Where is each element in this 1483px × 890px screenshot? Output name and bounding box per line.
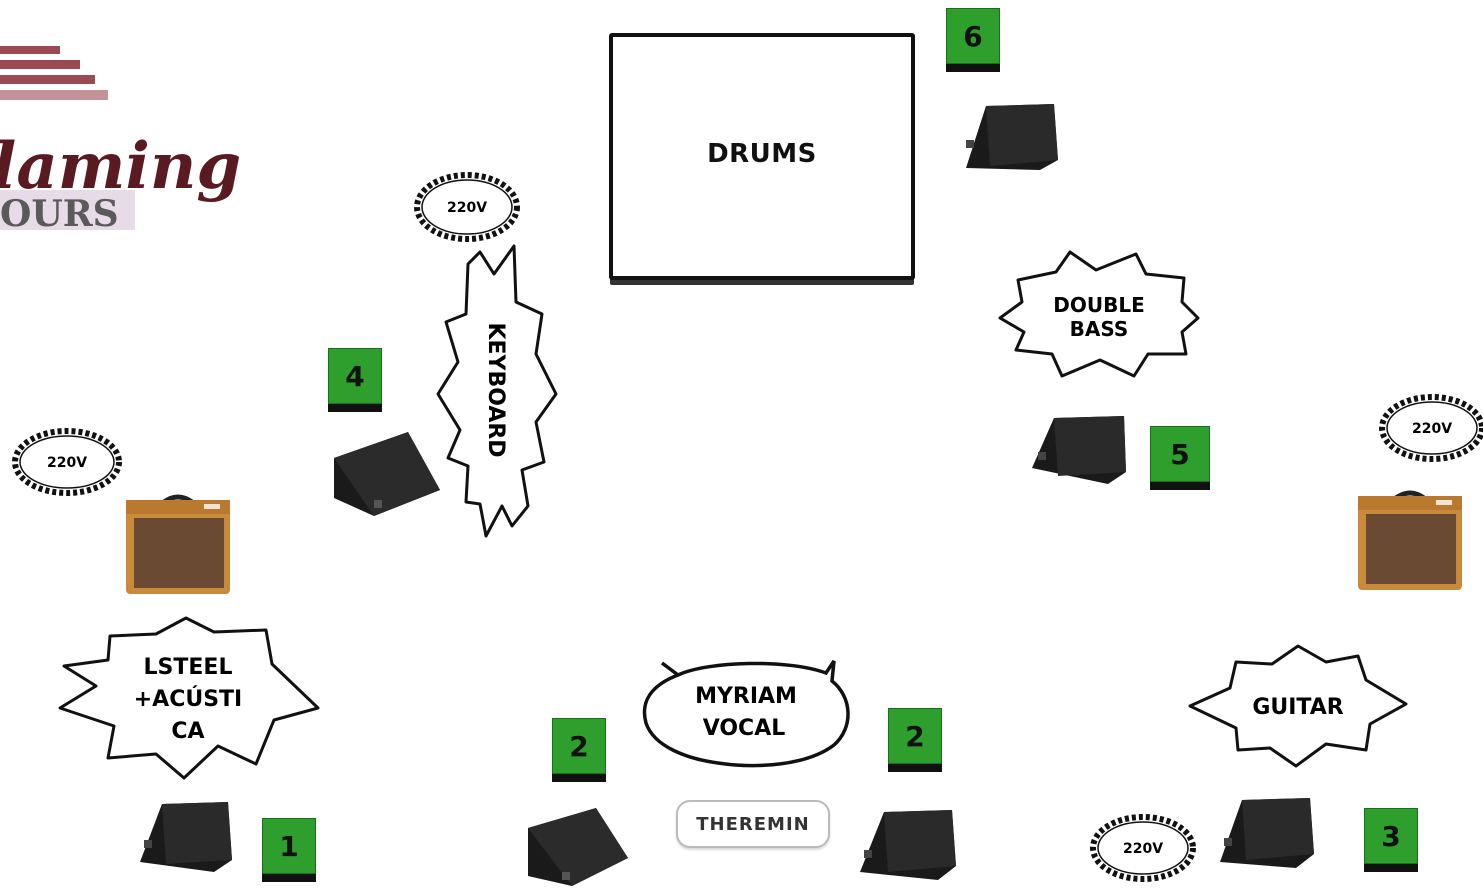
- badge-4: 4: [328, 348, 382, 412]
- keyboard-bubble: KEYBOARD: [436, 244, 558, 538]
- lsteel-bubble: LSTEEL +ACÚSTI CA: [58, 616, 320, 780]
- power-220v-keyboard: 220V: [414, 172, 520, 242]
- lsteel-label-3: CA: [171, 719, 204, 744]
- drums-riser: DRUMS: [609, 33, 915, 280]
- guitar-label: GUITAR: [1252, 695, 1343, 720]
- theremin-label: THEREMIN: [676, 800, 830, 848]
- badge-6: 6: [946, 8, 1000, 72]
- power-220v-guitar-bottom: 220V: [1090, 814, 1196, 882]
- keyboard-label: KEYBOARD: [483, 322, 508, 457]
- svg-text:220V: 220V: [1412, 421, 1452, 437]
- guitar-bubble: GUITAR: [1188, 644, 1408, 768]
- monitor-1: [140, 802, 232, 872]
- monitor-5: [1032, 416, 1126, 484]
- svg-text:220V: 220V: [447, 200, 487, 216]
- power-220v-guitar-right: 220V: [1379, 394, 1483, 462]
- monitor-2-left: [528, 808, 628, 886]
- guitar-amp-right: [1358, 490, 1462, 590]
- monitor-4: [334, 432, 440, 516]
- svg-text:220V: 220V: [1123, 841, 1163, 857]
- logo-tours-text: OURS: [0, 193, 119, 235]
- double-bass-label-2: BASS: [1070, 317, 1129, 341]
- double-bass-bubble: DOUBLE BASS: [998, 250, 1200, 378]
- myriam-vocal-bubble: MYRIAM VOCAL: [642, 660, 850, 768]
- lsteel-label-2: +ACÚSTI: [134, 686, 243, 712]
- lsteel-label-1: LSTEEL: [144, 655, 233, 680]
- monitor-2-right: [860, 810, 956, 880]
- badge-5: 5: [1150, 426, 1210, 490]
- badge-1: 1: [262, 818, 316, 882]
- flamingo-tours-logo: lamingo OURS: [0, 46, 240, 235]
- svg-text:220V: 220V: [47, 455, 87, 471]
- guitar-amp-left: [126, 494, 230, 594]
- myriam-label-2: VOCAL: [703, 716, 786, 741]
- badge-2-left: 2: [552, 718, 606, 782]
- myriam-label-1: MYRIAM: [695, 684, 797, 709]
- monitor-6: [966, 104, 1058, 170]
- double-bass-label-1: DOUBLE: [1053, 293, 1145, 317]
- monitor-3: [1220, 798, 1314, 868]
- badge-2-right: 2: [888, 708, 942, 772]
- power-220v-lsteel: 220V: [12, 428, 122, 496]
- drums-label: DRUMS: [707, 138, 817, 169]
- badge-3: 3: [1364, 808, 1418, 872]
